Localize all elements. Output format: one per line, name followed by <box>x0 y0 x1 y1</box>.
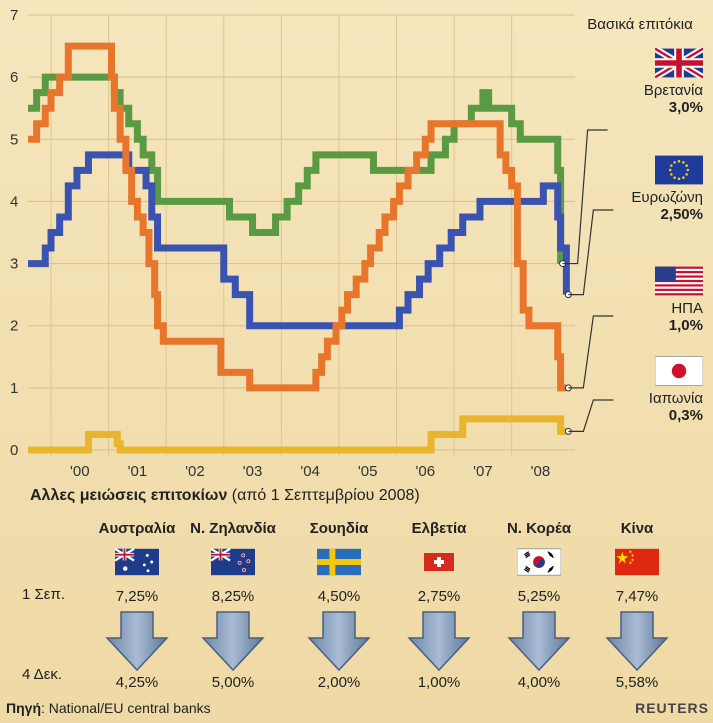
x-tick-label: '03 <box>243 463 263 480</box>
rate-cuts-table: 1 Σεπ. 4 Δεκ. Αυστραλία 7,25% 4,25% Ν. Ζ… <box>0 520 713 691</box>
row-label-dec: 4 Δεκ. <box>22 666 63 683</box>
rate-sep: 7,47% <box>615 588 659 605</box>
rate-dec: 1,00% <box>417 674 461 691</box>
row-label-sep: 1 Σεπ. <box>22 586 65 603</box>
x-tick-label: '02 <box>185 463 205 480</box>
down-arrow-icon <box>106 611 168 671</box>
source-text: : National/EU central banks <box>41 700 211 716</box>
reuters-credit: REUTERS <box>635 700 709 716</box>
country-name: Κίνα <box>620 520 654 537</box>
y-tick-label: 0 <box>10 442 18 459</box>
cuts-title-rest: (από 1 Σεπτεμβρίου 2008) <box>227 487 420 504</box>
down-arrow-icon <box>508 611 570 671</box>
legend-name: ΗΠΑ <box>671 300 703 317</box>
source-label: Πηγή <box>6 700 41 716</box>
legend-leader-line <box>562 129 608 265</box>
country-name: Σουηδία <box>309 520 369 537</box>
legend-item-eurozone: Ευρωζώνη 2,50% <box>631 155 703 223</box>
country-name: Ελβετία <box>411 520 467 537</box>
legend-rate: 2,50% <box>660 206 703 223</box>
country-australia: Αυστραλία 7,25% 4,25% <box>92 520 182 691</box>
country-sweden: Σουηδία 4,50% 2,00% <box>294 520 384 691</box>
south-korea-flag-icon <box>517 548 561 576</box>
x-tick-label: '05 <box>358 463 378 480</box>
rate-dec: 5,58% <box>615 674 659 691</box>
rate-dec: 4,00% <box>517 674 561 691</box>
series-line <box>28 42 567 392</box>
country-name: Ν. Κορέα <box>506 520 572 537</box>
x-tick-label: '08 <box>531 463 551 480</box>
country-south-korea: Ν. Κορέα 5,25% 4,00% <box>494 520 584 691</box>
x-tick-label: '07 <box>473 463 493 480</box>
series-line <box>28 415 567 454</box>
legend-rate: 0,3% <box>668 407 703 424</box>
country-name: Αυστραλία <box>98 520 176 537</box>
y-tick-label: 3 <box>10 256 18 273</box>
rate-dec: 2,00% <box>317 674 361 691</box>
rate-sep: 4,50% <box>317 588 361 605</box>
legend-title: Βασικά επιτόκια <box>587 16 693 33</box>
cuts-title: Αλλες μειώσεις επιτοκίων (από 1 Σεπτεμβρ… <box>30 487 420 505</box>
down-arrow-icon <box>202 611 264 671</box>
down-arrow-icon <box>408 611 470 671</box>
y-tick-label: 1 <box>10 380 18 397</box>
country-switzerland: Ελβετία 2,75% 1,00% <box>394 520 484 691</box>
legend-name: Ιαπωνία <box>648 390 703 407</box>
x-tick-label: '00 <box>70 463 90 480</box>
down-arrow-icon <box>606 611 668 671</box>
y-tick-label: 5 <box>10 131 18 148</box>
y-tick-label: 4 <box>10 193 18 210</box>
rate-sep: 2,75% <box>417 588 461 605</box>
legend-leader-line <box>568 399 614 432</box>
country-china: Κίνα 7,47% 5,58% <box>592 520 682 691</box>
uk-flag-icon <box>655 48 703 78</box>
country-name: Ν. Ζηλανδία <box>190 520 276 537</box>
rate-dec: 5,00% <box>211 674 255 691</box>
legend-leader-line <box>568 209 614 296</box>
series-line <box>28 73 565 264</box>
legend-item-uk: Βρετανία 3,0% <box>644 48 703 116</box>
rate-dec: 4,25% <box>115 674 159 691</box>
y-tick-label: 2 <box>10 318 18 335</box>
legend-rate: 3,0% <box>668 99 703 116</box>
legend-item-usa: ΗΠΑ 1,0% <box>655 266 703 334</box>
legend-name: Βρετανία <box>643 82 703 99</box>
country-new-zealand: Ν. Ζηλανδία 8,25% 5,00% <box>188 520 278 691</box>
y-tick-label: 6 <box>10 69 18 86</box>
japan-flag-icon <box>655 356 703 386</box>
us-flag-icon <box>655 266 703 296</box>
down-arrow-icon <box>308 611 370 671</box>
china-flag-icon <box>615 548 659 576</box>
rate-sep: 7,25% <box>115 588 159 605</box>
legend-rate: 1,0% <box>668 317 703 334</box>
eu-flag-icon <box>655 155 703 185</box>
x-tick-label: '04 <box>300 463 320 480</box>
source-note: Πηγή: National/EU central banks <box>6 700 211 716</box>
australia-flag-icon <box>115 548 159 576</box>
legend-name: Ευρωζώνη <box>631 189 703 206</box>
legend-leader-line <box>568 315 614 389</box>
cuts-title-bold: Αλλες μειώσεις επιτοκίων <box>30 487 228 504</box>
new-zealand-flag-icon <box>211 548 255 576</box>
y-tick-label: 7 <box>10 7 18 24</box>
rate-sep: 8,25% <box>211 588 255 605</box>
legend-item-japan: Ιαπωνία 0,3% <box>649 356 703 424</box>
sweden-flag-icon <box>317 548 361 576</box>
x-tick-label: '06 <box>416 463 436 480</box>
switzerland-flag-icon <box>424 553 454 571</box>
interest-rate-chart: '00 '01 '02 '03 '04 '05 '06 '07 '08 0 1 2 3 4 5 6 7 <box>10 7 614 480</box>
rate-sep: 5,25% <box>517 588 561 605</box>
x-tick-label: '01 <box>128 463 148 480</box>
